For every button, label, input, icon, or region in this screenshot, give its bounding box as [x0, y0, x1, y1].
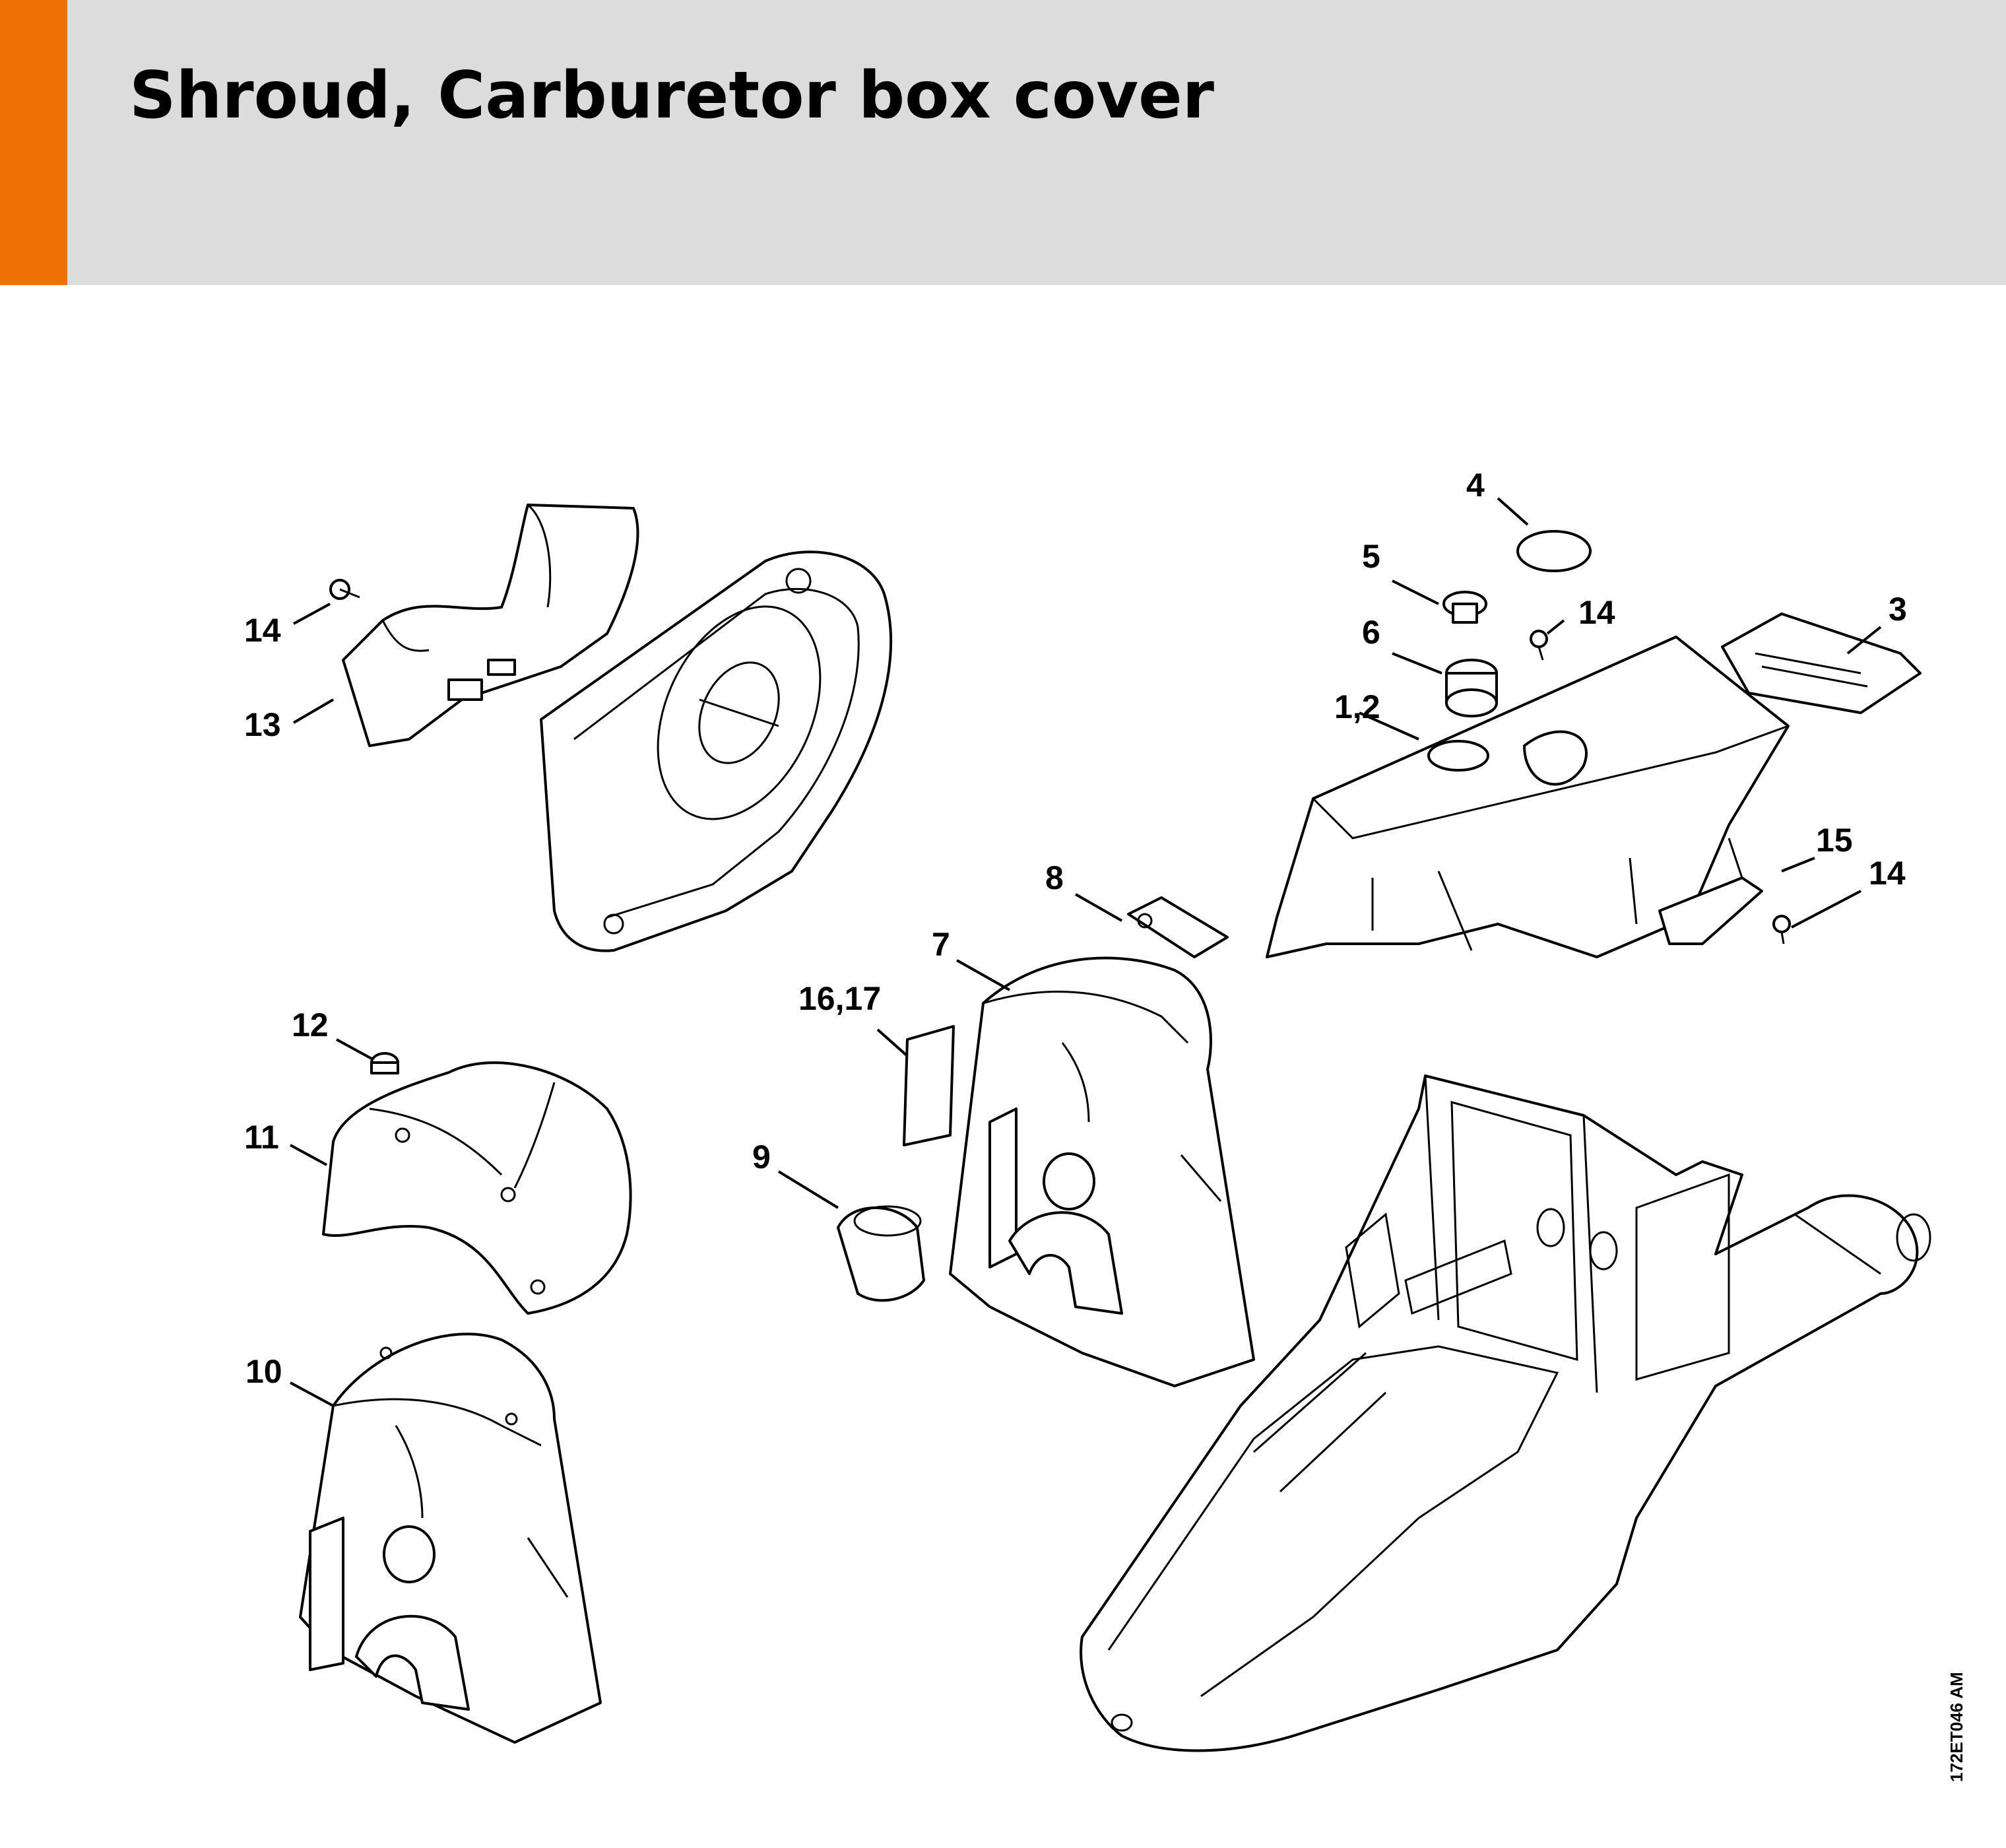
callout-11: 11 — [244, 1119, 279, 1156]
part-14-screw-right — [1772, 915, 1791, 944]
callout-16-17: 16,17 — [798, 980, 881, 1017]
callout-labels: 4 5 14 6 3 1,2 14 13 15 14 8 7 16,17 12 … — [244, 467, 1907, 1390]
page-title: Shroud, Carburetor box cover — [129, 58, 1214, 133]
accent-bar — [0, 0, 67, 285]
part-8-plate — [1127, 896, 1229, 958]
callout-14-right: 14 — [1869, 855, 1906, 892]
callout-7: 7 — [932, 926, 950, 963]
part-12-nut — [370, 1052, 399, 1074]
fan-housing — [540, 550, 892, 952]
part-16-17-label — [903, 1025, 955, 1146]
main-housing — [1080, 1074, 1931, 1752]
header-band — [0, 0, 2006, 285]
part-6-sleeve — [1445, 659, 1498, 717]
part-10-shroud — [299, 1333, 602, 1744]
part-15-bracket — [1658, 838, 1763, 945]
callout-1-2: 1,2 — [1334, 688, 1380, 725]
callout-15: 15 — [1816, 822, 1853, 859]
part-14-screw-top-left — [329, 579, 360, 600]
part-3-label-plate — [1721, 612, 1922, 714]
part-9-knob — [837, 1205, 925, 1302]
part-4-cap — [1516, 530, 1592, 572]
callout-12: 12 — [292, 1006, 329, 1043]
part-14-screw-top-center — [1530, 630, 1548, 661]
callout-13: 13 — [244, 706, 281, 743]
callout-10: 10 — [245, 1353, 282, 1390]
callout-14-top: 14 — [1578, 594, 1615, 631]
callout-8: 8 — [1045, 859, 1064, 896]
part-5-plug — [1442, 591, 1487, 624]
part-7-shroud — [949, 956, 1255, 1387]
part-11-shroud — [322, 1061, 632, 1315]
drawing-code: 172ET046 AM — [1947, 1672, 1966, 1782]
part-13-shroud — [342, 504, 639, 747]
callout-9: 9 — [752, 1138, 771, 1175]
callout-14-left: 14 — [244, 612, 281, 649]
part-1-2-carburetor-box-cover — [1266, 636, 1790, 958]
callout-5: 5 — [1362, 538, 1380, 575]
callout-4: 4 — [1466, 467, 1485, 504]
callout-3: 3 — [1889, 591, 1907, 628]
leader-lines — [290, 497, 1882, 1407]
callout-6: 6 — [1362, 614, 1380, 651]
